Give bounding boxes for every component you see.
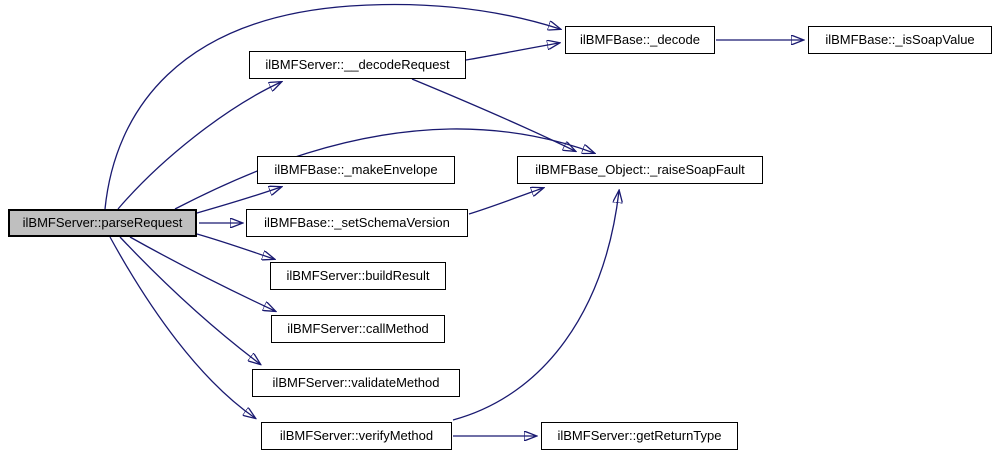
node-decodeRequest[interactable]: ilBMFServer::__decodeRequest [249, 51, 466, 79]
node-decode[interactable]: ilBMFBase::_decode [565, 26, 715, 54]
edge-decodeRequest-to-decode [465, 43, 559, 61]
edge-parseRequest-to-buildResult [196, 233, 274, 259]
edge-parseRequest-to-validateMethod [119, 236, 260, 364]
node-parseRequest: ilBMFServer::parseRequest [8, 209, 197, 237]
node-raiseSoapFault[interactable]: ilBMFBase_Object::_raiseSoapFault [517, 156, 763, 184]
node-callMethod[interactable]: ilBMFServer::callMethod [271, 315, 445, 343]
edge-parseRequest-to-callMethod [129, 236, 275, 311]
node-getReturnType[interactable]: ilBMFServer::getReturnType [541, 422, 738, 450]
node-makeEnvelope[interactable]: ilBMFBase::_makeEnvelope [257, 156, 455, 184]
edge-parseRequest-to-decode [104, 3, 560, 210]
edge-parseRequest-to-decodeRequest [117, 82, 281, 210]
edge-parseRequest-to-verifyMethod [109, 236, 255, 418]
edge-setSchemaVersion-to-raiseSoapFault [468, 188, 543, 215]
node-validateMethod[interactable]: ilBMFServer::validateMethod [252, 369, 460, 397]
node-setSchemaVersion[interactable]: ilBMFBase::_setSchemaVersion [246, 209, 468, 237]
edge-parseRequest-to-makeEnvelope [196, 187, 281, 214]
node-buildResult[interactable]: ilBMFServer::buildResult [270, 262, 446, 290]
edge-decodeRequest-to-raiseSoapFault [411, 78, 575, 151]
edge-verifyMethod-to-raiseSoapFault [452, 191, 619, 421]
node-isSoapValue[interactable]: ilBMFBase::_isSoapValue [808, 26, 992, 54]
node-verifyMethod[interactable]: ilBMFServer::verifyMethod [261, 422, 452, 450]
